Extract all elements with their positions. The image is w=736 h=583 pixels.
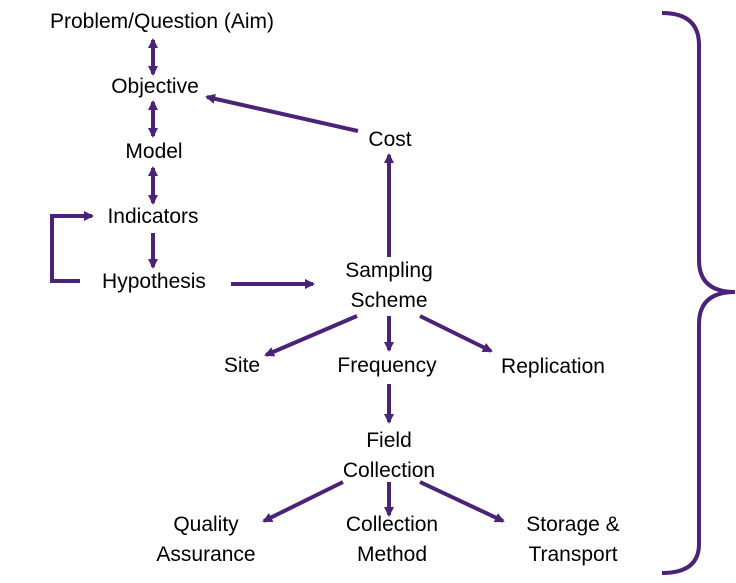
- node-indicators-line: Indicators: [107, 205, 199, 228]
- node-cost: Cost: [368, 125, 411, 155]
- node-field-collection: Field Collection: [343, 426, 435, 486]
- node-field-collection-line-1: Field: [366, 429, 412, 452]
- node-storage-transport-line-2: Transport: [528, 543, 618, 566]
- arrow-field-quality: [262, 480, 344, 523]
- node-quality-assurance: Quality Assurance: [156, 510, 255, 570]
- node-site: Site: [224, 351, 260, 381]
- node-replication: Replication: [501, 352, 605, 382]
- node-replication-line: Replication: [501, 355, 605, 378]
- node-quality-assurance-line-2: Assurance: [156, 543, 256, 566]
- node-problem-line: Problem/Question (Aim): [49, 10, 275, 33]
- node-model-line: Model: [125, 140, 183, 163]
- node-site-line: Site: [223, 354, 261, 377]
- node-field-collection-line-2: Collection: [342, 459, 436, 482]
- node-objective: Objective: [111, 72, 199, 102]
- arrow-hypothesis-loop-indicators: [50, 211, 94, 283]
- node-collection-method-line-1: Collection: [345, 513, 439, 536]
- node-storage-transport-line-1: Storage &: [526, 513, 620, 536]
- node-frequency: Frequency: [337, 351, 436, 381]
- node-storage-transport: Storage & Transport: [526, 510, 619, 570]
- node-collection-method: Collection Method: [346, 510, 438, 570]
- node-sampling-scheme-line-2: Scheme: [350, 289, 428, 312]
- node-sampling-scheme: Sampling Scheme: [345, 256, 433, 316]
- node-hypothesis: Hypothesis: [102, 267, 206, 297]
- node-cost-line: Cost: [368, 128, 412, 151]
- node-objective-line: Objective: [111, 75, 199, 98]
- node-collection-method-line-2: Method: [356, 543, 428, 566]
- node-sampling-scheme-line-1: Sampling: [345, 259, 433, 282]
- node-problem: Problem/Question (Aim): [50, 7, 274, 37]
- arrow-sampling-site: [264, 314, 358, 357]
- node-indicators: Indicators: [107, 202, 198, 232]
- arrow-sampling-replication: [419, 314, 493, 353]
- arrow-field-storage: [419, 480, 505, 523]
- node-model: Model: [125, 137, 182, 167]
- arrow-cost-objective: [205, 93, 359, 133]
- node-frequency-line: Frequency: [337, 354, 437, 377]
- node-hypothesis-line: Hypothesis: [102, 270, 206, 293]
- right-curly-brace: [661, 11, 736, 575]
- node-quality-assurance-line-1: Quality: [173, 513, 239, 536]
